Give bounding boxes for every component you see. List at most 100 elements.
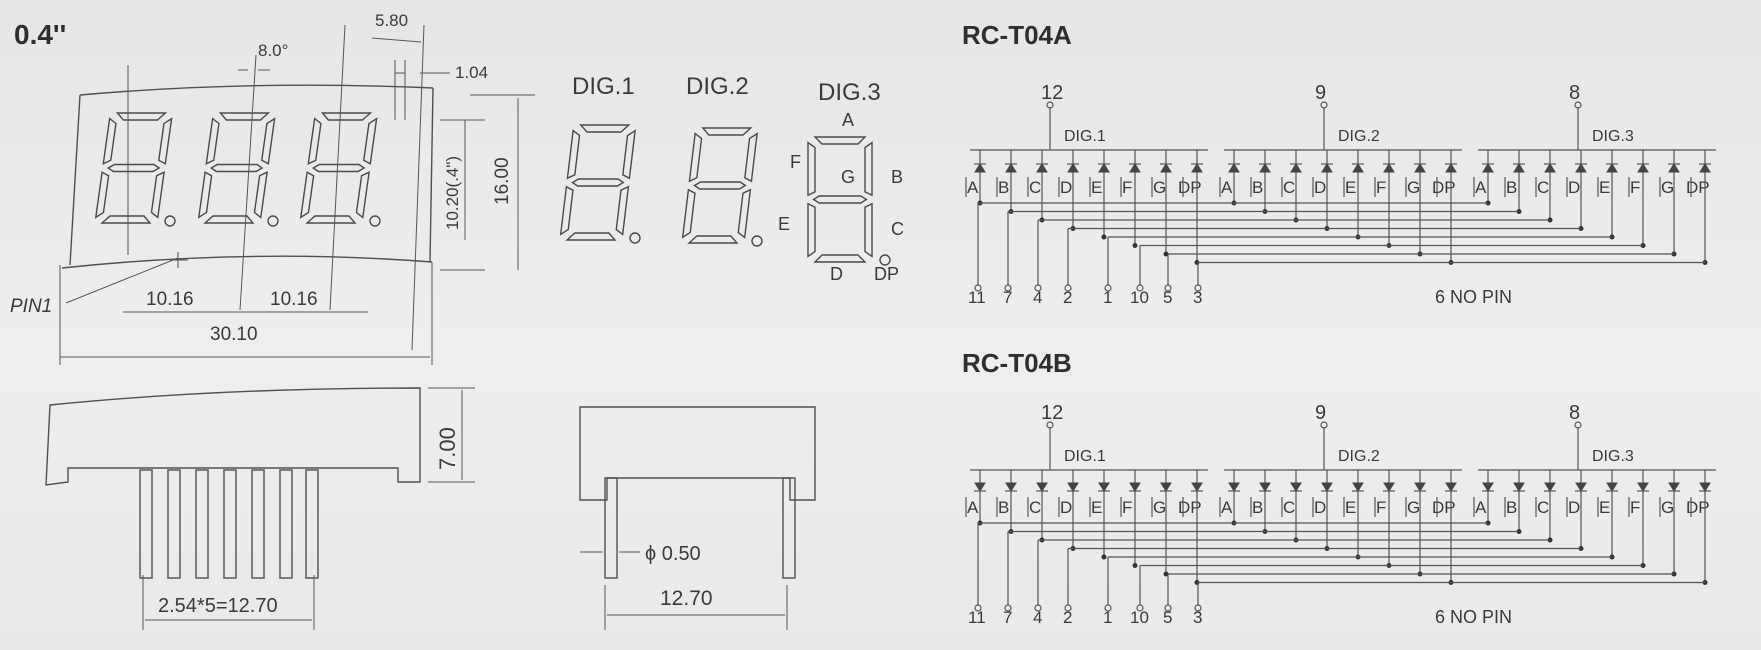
led-diode — [1445, 163, 1457, 173]
pin-leg — [223, 469, 237, 579]
common-pin-terminal — [1574, 101, 1582, 109]
led-diode — [1228, 163, 1240, 173]
pin-leg — [279, 469, 293, 579]
digit-label-3: DIG.3 — [818, 79, 881, 106]
segment-label: DP — [1432, 178, 1456, 197]
segment-label: C — [1029, 178, 1041, 197]
segment-label: C — [1283, 498, 1295, 517]
segment — [579, 124, 631, 133]
segment-label: DP — [1432, 498, 1456, 517]
segment-label: G — [1407, 178, 1420, 197]
junction — [1101, 554, 1107, 560]
pin-side-view: 7.00 2.54*5=12.70 — [45, 387, 475, 630]
segment — [559, 185, 574, 236]
pin-number-7: 7 — [1003, 288, 1012, 307]
pin-number-5: 5 — [1163, 608, 1172, 627]
segment — [813, 136, 867, 145]
pin-terminal — [1064, 604, 1072, 612]
led-diode — [1352, 163, 1364, 173]
pin-number-2: 2 — [1063, 288, 1072, 307]
segment-label: B — [998, 498, 1009, 517]
no-pin-note: 6 NO PIN — [1435, 607, 1512, 627]
led-diode — [1445, 482, 1457, 492]
segment — [305, 215, 357, 224]
pin-number-3: 3 — [1193, 288, 1202, 307]
legend-digit-1 — [559, 124, 641, 244]
led-diode — [974, 482, 986, 492]
segment-label: D — [1060, 178, 1072, 197]
pin-number-10: 10 — [1130, 608, 1149, 627]
segment-label: G — [1407, 498, 1420, 517]
led-diode — [1544, 482, 1556, 492]
led-diode — [1637, 482, 1649, 492]
segment — [102, 117, 117, 165]
no-pin-note: 6 NO PIN — [1435, 287, 1512, 307]
pin-number-1: 1 — [1103, 288, 1112, 307]
led-diode — [1544, 163, 1556, 173]
segment-label: B — [1506, 178, 1517, 197]
led-diode — [1606, 482, 1618, 492]
seg-label-b: B — [891, 167, 903, 187]
segment — [622, 129, 637, 180]
pin-leg — [195, 469, 209, 579]
led-diode — [1005, 482, 1017, 492]
seg-label-d: D — [830, 264, 843, 284]
seg-label-e: E — [778, 214, 790, 234]
pin-terminal — [1104, 284, 1112, 292]
segment — [864, 202, 873, 258]
digit-tag-3: DIG.3 — [1592, 448, 1634, 465]
led-diode — [1129, 482, 1141, 492]
pin1-label: PIN1 — [10, 296, 52, 317]
segment — [209, 163, 264, 173]
seg-label-f: F — [790, 152, 801, 172]
common-pin-terminal — [1574, 421, 1582, 429]
junction — [1132, 243, 1138, 248]
junction — [1101, 234, 1107, 240]
led-diode — [1352, 482, 1364, 492]
pin-terminal — [1104, 604, 1112, 612]
digit-tag-1: DIG.1 — [1064, 128, 1106, 145]
led-diode — [1699, 482, 1711, 492]
pin-number-2: 2 — [1063, 608, 1072, 627]
led-diode — [1383, 163, 1395, 173]
segment — [94, 171, 110, 219]
led-diode — [1699, 163, 1711, 173]
led-diode — [1160, 482, 1172, 492]
pin-number-5: 5 — [1163, 288, 1172, 307]
segment — [363, 117, 378, 165]
led-diode — [1414, 482, 1426, 492]
led-diode — [1259, 482, 1271, 492]
segment-label: A — [967, 178, 979, 197]
common-pin-8: 8 — [1569, 82, 1580, 104]
segment — [807, 202, 816, 258]
led-diode — [974, 163, 986, 173]
led-diode — [1067, 482, 1079, 492]
pin-terminal — [1136, 284, 1144, 292]
common-pin-9: 9 — [1315, 402, 1326, 424]
segment-label: F — [1122, 498, 1132, 517]
dim-pitch-1: 10.16 — [146, 289, 194, 310]
pin-terminal — [1004, 604, 1012, 612]
pin-terminal — [1194, 284, 1202, 292]
segment — [355, 171, 370, 219]
dim-5-80: 5.80 — [375, 11, 408, 30]
seg-label-a: A — [842, 110, 854, 130]
segment-label: DP — [1178, 498, 1202, 517]
pin-number-10: 10 — [1130, 288, 1149, 307]
segment-label: E — [1345, 498, 1356, 517]
pin-legs — [139, 469, 319, 579]
dp-dot — [629, 232, 641, 244]
segment — [571, 178, 625, 187]
segment — [320, 112, 373, 121]
digit-label-2: DIG.2 — [686, 73, 749, 100]
common-pin-9: 9 — [1315, 82, 1326, 104]
common-pin-12: 12 — [1041, 402, 1063, 424]
segment-label: B — [998, 178, 1009, 197]
dim-1-04: 1.04 — [455, 63, 488, 82]
dim-10-20: 10.20(.4") — [443, 156, 462, 230]
pin-leg — [305, 469, 319, 579]
segment-label: D — [1314, 498, 1326, 517]
led-diode — [1290, 482, 1302, 492]
